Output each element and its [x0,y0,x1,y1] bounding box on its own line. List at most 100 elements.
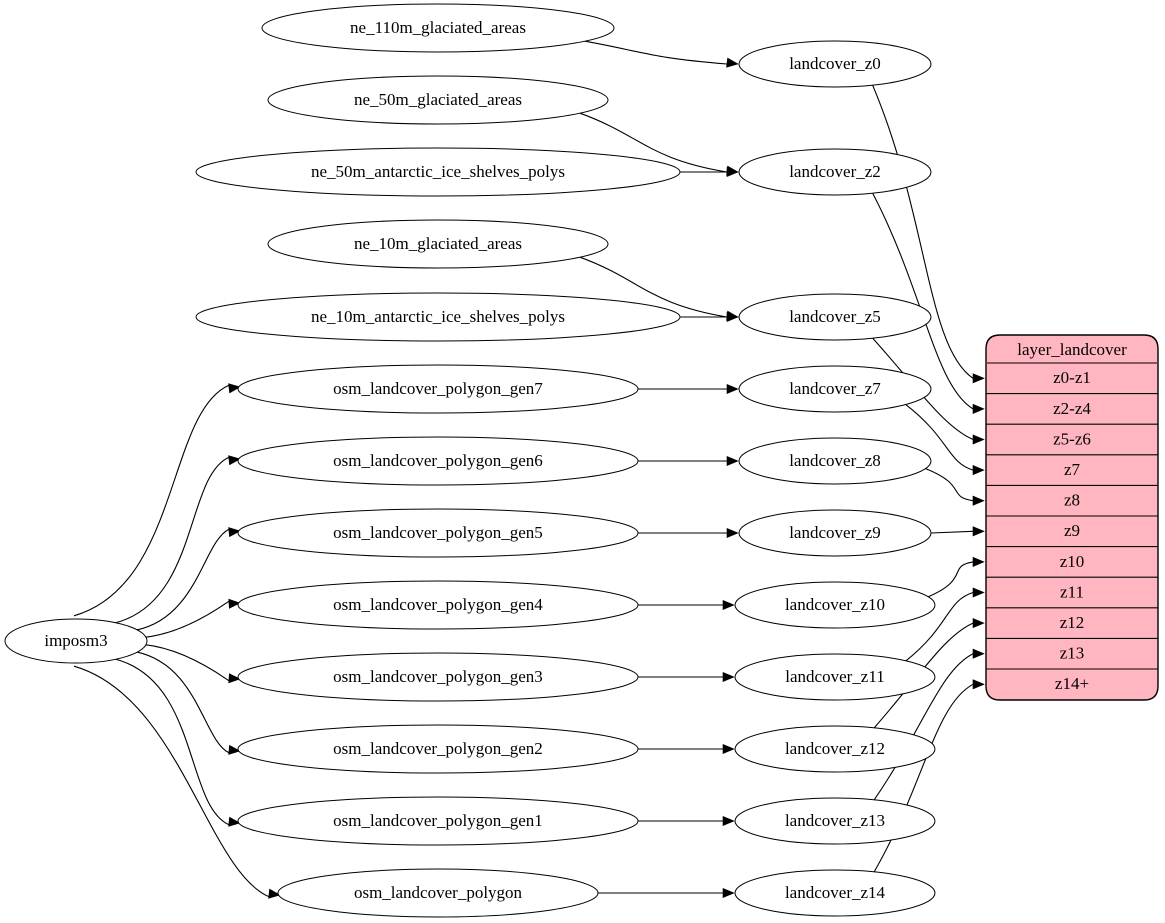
layer-table-row-z10[interactable]: z10 [986,547,1158,578]
node-landcover_z12[interactable]: landcover_z12 [734,725,936,773]
layer-table-row-z14+[interactable]: z14+ [986,669,1158,700]
node-landcover_z10[interactable]: landcover_z10 [734,581,936,629]
node-ne_50m_antarctic_ice_shelves_polys[interactable]: ne_50m_antarctic_ice_shelves_polys [195,147,681,197]
layer-table-row-z13[interactable]: z13 [986,638,1158,669]
node-shape-landcover_z2 [738,148,932,196]
node-landcover_z0[interactable]: landcover_z0 [738,40,932,88]
edge-landcover_z10-to-table-row-6-arrow [972,556,985,567]
edge-landcover_z11-to-table-row-7 [905,591,974,662]
layer-table-row-z12[interactable]: z12 [986,608,1158,639]
layer-table-background [985,334,1159,701]
node-shape-landcover_z10 [734,581,936,629]
node-osm_landcover_polygon_gen6[interactable]: osm_landcover_polygon_gen6 [237,436,639,486]
edge-ne_10m_antarctic_ice_shelves_polys-to-landcover_z5-arrow [726,311,739,323]
node-landcover_z2[interactable]: landcover_z2 [738,148,932,196]
node-shape-ne_110m_glaciated_areas [261,3,615,53]
edge-landcover_z13-to-table-row-9 [873,653,974,801]
node-osm_landcover_polygon_gen1[interactable]: osm_landcover_polygon_gen1 [237,796,639,846]
node-osm_landcover_polygon[interactable]: osm_landcover_polygon [277,868,599,918]
edge-osm_landcover_polygon_gen7-to-landcover_z7-arrow [726,383,739,395]
layer-table-row-label-z13: z13 [1060,644,1085,663]
node-osm_landcover_polygon_gen7[interactable]: osm_landcover_polygon_gen7 [237,364,639,414]
node-shape-ne_10m_glaciated_areas [267,219,609,269]
layer-table-row-z0-z1[interactable]: z0-z1 [986,363,1158,394]
node-osm_landcover_polygon_gen2[interactable]: osm_landcover_polygon_gen2 [237,724,639,774]
node-landcover_z13[interactable]: landcover_z13 [734,797,936,845]
node-shape-landcover_z7 [738,365,932,413]
node-label-landcover_z2: landcover_z2 [789,162,881,181]
node-label-osm_landcover_polygon_gen6: osm_landcover_polygon_gen6 [333,451,543,470]
layer-table-row-label-z14+: z14+ [1055,674,1089,693]
node-label-landcover_z0: landcover_z0 [789,54,881,73]
layer-table-row-z5-z6[interactable]: z5-z6 [986,424,1158,455]
node-ne_50m_glaciated_areas[interactable]: ne_50m_glaciated_areas [267,75,609,125]
node-shape-osm_landcover_polygon_gen7 [237,364,639,414]
node-label-osm_landcover_polygon_gen1: osm_landcover_polygon_gen1 [333,811,543,830]
layer-table-row-label-z12: z12 [1060,613,1085,632]
edge-landcover_z7-to-table-row-3 [905,404,974,471]
node-shape-osm_landcover_polygon_gen6 [237,436,639,486]
node-landcover_z9[interactable]: landcover_z9 [738,509,932,557]
node-landcover_z7[interactable]: landcover_z7 [738,365,932,413]
layer-table-row-z11[interactable]: z11 [986,577,1158,608]
edge-osm_landcover_polygon_gen2-to-landcover_z12-arrow [722,743,735,755]
layer-table-row-z2-z4[interactable]: z2-z4 [986,394,1158,425]
layer-table-row-label-z7: z7 [1064,460,1081,479]
node-label-landcover_z8: landcover_z8 [789,451,881,470]
edge-imposm3-to-osm_landcover_polygon_gen6 [114,456,230,624]
node-landcover_z8[interactable]: landcover_z8 [738,437,932,485]
node-shape-landcover_z12 [734,725,936,773]
edge-landcover_z0-to-table-row-0 [872,84,974,379]
edge-landcover_z14-to-table-row-10 [873,683,974,873]
node-ne_10m_glaciated_areas[interactable]: ne_10m_glaciated_areas [267,219,609,269]
node-shape-landcover_z11 [734,653,936,701]
layer-table-row-z9[interactable]: z9 [986,516,1158,547]
node-label-landcover_z14: landcover_z14 [785,883,886,902]
edge-imposm3-to-osm_landcover_polygon-arrow [268,888,281,899]
edge-landcover_z2-to-table-row-1 [872,192,974,410]
edge-landcover_z11-to-table-row-7-arrow [972,587,985,598]
node-osm_landcover_polygon_gen3[interactable]: osm_landcover_polygon_gen3 [237,652,639,702]
layer-table-row-z8[interactable]: z8 [986,485,1158,516]
node-imposm3[interactable]: imposm3 [4,618,148,664]
node-label-osm_landcover_polygon_gen2: osm_landcover_polygon_gen2 [333,739,543,758]
edge-landcover_z10-to-table-row-6 [928,561,974,598]
edge-imposm3-to-osm_landcover_polygon_gen6-arrow [228,455,241,466]
node-shape-osm_landcover_polygon_gen3 [237,652,639,702]
node-shape-ne_50m_glaciated_areas [267,75,609,125]
node-label-osm_landcover_polygon_gen4: osm_landcover_polygon_gen4 [333,595,543,614]
node-shape-osm_landcover_polygon [277,868,599,918]
node-osm_landcover_polygon_gen4[interactable]: osm_landcover_polygon_gen4 [237,580,639,630]
node-shape-imposm3 [4,618,148,664]
node-label-imposm3: imposm3 [44,631,107,650]
edge-landcover_z0-to-table-row-0-arrow [972,373,985,384]
layer-table-row-label-z2-z4: z2-z4 [1053,399,1091,418]
edge-imposm3-to-osm_landcover_polygon_gen2 [135,651,230,754]
layer-table-row-z7[interactable]: z7 [986,455,1158,486]
edge-landcover_z9-to-table-row-5 [930,530,974,534]
node-ne_110m_glaciated_areas[interactable]: ne_110m_glaciated_areas [261,3,615,53]
node-shape-osm_landcover_polygon_gen5 [237,508,639,558]
node-label-osm_landcover_polygon_gen7: osm_landcover_polygon_gen7 [333,379,543,398]
node-landcover_z14[interactable]: landcover_z14 [734,869,936,917]
edge-osm_landcover_polygon_gen4-to-landcover_z10-arrow [722,599,735,611]
layer-table-row-label-z0-z1: z0-z1 [1053,368,1091,387]
node-osm_landcover_polygon_gen5[interactable]: osm_landcover_polygon_gen5 [237,508,639,558]
node-label-landcover_z12: landcover_z12 [785,739,885,758]
edge-imposm3-to-osm_landcover_polygon_gen7 [73,384,230,617]
node-label-osm_landcover_polygon: osm_landcover_polygon [354,883,523,902]
layer-landcover-table: layer_landcoverz0-z1z2-z4z5-z6z7z8z9z10z… [985,334,1159,701]
node-ne_10m_antarctic_ice_shelves_polys[interactable]: ne_10m_antarctic_ice_shelves_polys [195,292,681,342]
node-shape-ne_10m_antarctic_ice_shelves_polys [195,292,681,342]
node-shape-landcover_z9 [738,509,932,557]
edge-imposm3-to-osm_landcover_polygon [73,665,270,898]
edge-landcover_z8-to-table-row-4 [925,468,974,502]
node-landcover_z5[interactable]: landcover_z5 [738,293,932,341]
edges-layer [73,40,985,899]
edge-ne_50m_glaciated_areas-to-landcover_z2 [579,112,728,173]
edge-imposm3-to-osm_landcover_polygon_gen1 [114,658,230,826]
edge-osm_landcover_polygon_gen5-to-landcover_z9-arrow [726,527,739,539]
node-landcover_z11[interactable]: landcover_z11 [734,653,936,701]
node-label-ne_50m_antarctic_ice_shelves_polys: ne_50m_antarctic_ice_shelves_polys [311,162,565,181]
edge-landcover_z13-to-table-row-9-arrow [972,648,985,659]
